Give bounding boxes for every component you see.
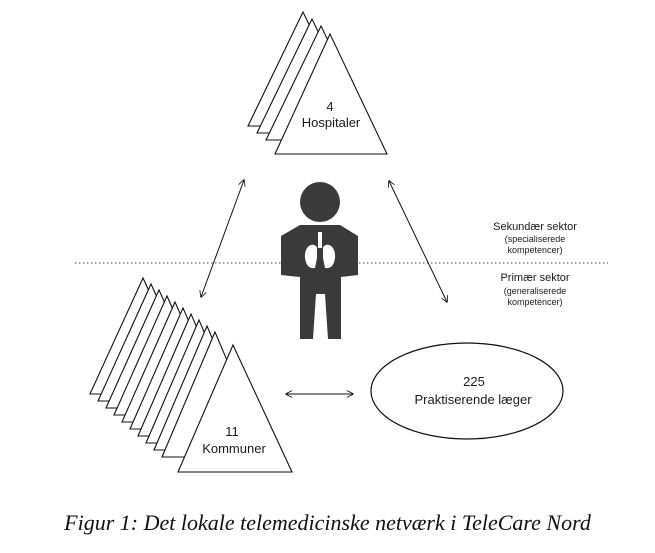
person-with-lungs-icon (281, 182, 358, 339)
primary-sector-line2: kompetencer) (507, 297, 562, 307)
secondary-sector-title: Sekundær sektor (493, 221, 577, 233)
gp-ellipse (370, 342, 564, 440)
arrow-hospital-gp (389, 181, 447, 302)
municipality-triangle-stack (89, 276, 293, 473)
gp-label: Praktiserende læger (414, 392, 532, 407)
hospital-label: Hospitaler (302, 115, 361, 130)
arrow-hospital-municipality (201, 180, 244, 297)
primary-sector-title: Primær sektor (500, 272, 569, 284)
figure-caption: Figur 1: Det lokale telemedicinske netvæ… (64, 510, 591, 535)
municipality-label: Kommuner (202, 441, 266, 456)
gp-count: 225 (463, 374, 485, 389)
hospital-count: 4 (326, 99, 333, 114)
secondary-sector-line2: kompetencer) (507, 245, 562, 255)
hospital-triangle-stack (247, 10, 388, 155)
municipality-count: 11 (225, 424, 239, 439)
primary-sector-line1: (generaliserede (504, 286, 567, 296)
secondary-sector-line1: (specialiserede (505, 234, 566, 244)
